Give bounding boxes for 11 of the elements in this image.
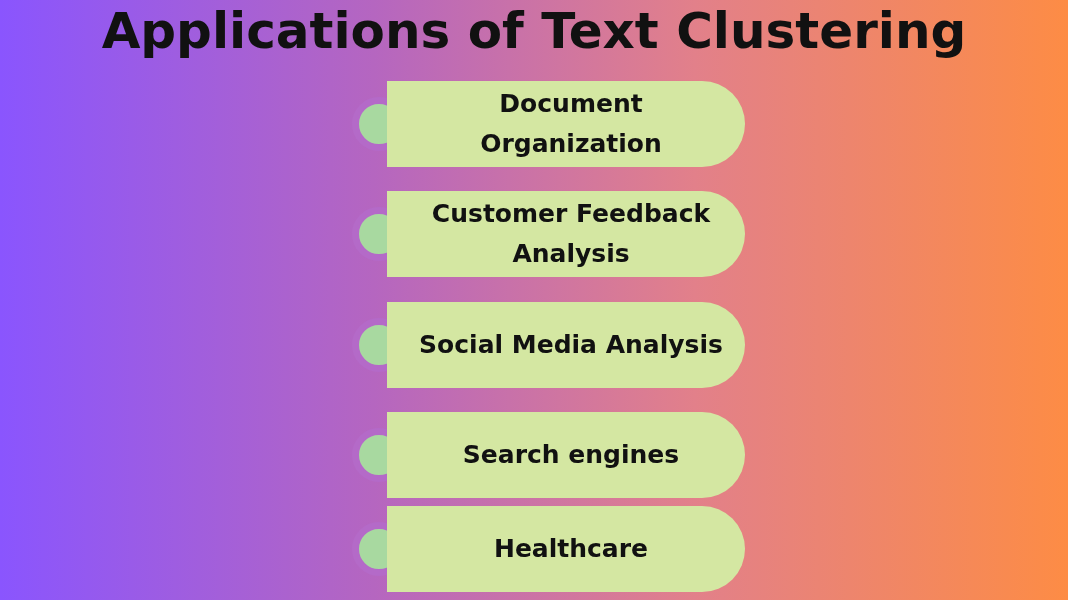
item-label: Social Media Analysis [419,329,723,361]
item-label: Healthcare [493,533,648,565]
list-item-banner [387,412,745,498]
list-item-banner [387,81,745,167]
list-item-banner [387,506,745,592]
item-label: Document Organization [479,88,663,160]
title: Applications of Text Clustering [100,2,968,60]
list-item-banner [387,191,745,277]
list-item-banner [387,302,745,388]
item-label: Customer Feedback Analysis [430,198,712,270]
item-label: Search engines [462,439,680,471]
